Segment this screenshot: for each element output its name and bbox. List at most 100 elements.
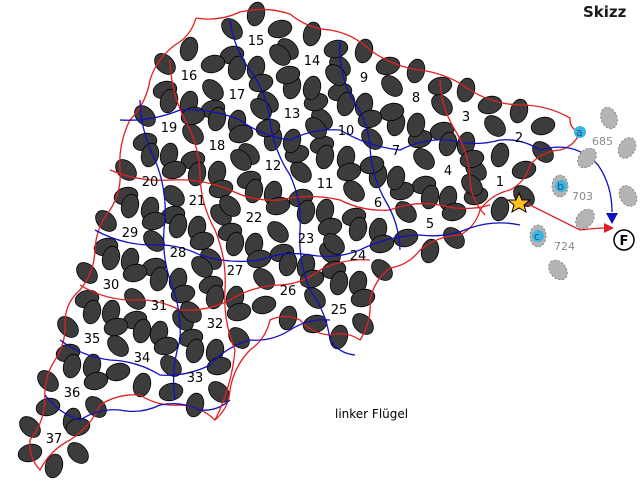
bead-34-5 [107,335,129,357]
bead-11-1 [336,162,362,182]
bead-32-2 [228,327,250,349]
ghost-bead-2 [617,137,637,159]
cell-label-2: 2 [515,131,523,146]
bead-18-5 [182,123,204,145]
bead-8-0 [406,58,426,84]
bead-34-0 [132,318,152,344]
bead-28-0 [168,213,188,239]
bead-18-1 [228,124,254,144]
ghost-bead-layer [529,106,638,281]
bead-36-2 [85,396,107,418]
blue-path-row-1 [119,109,541,151]
bead-8-3 [406,112,426,138]
cell-label-19: 19 [161,121,178,136]
bead-16-1 [200,54,226,74]
cell-label-29: 29 [122,226,139,241]
bead-24-2 [371,259,393,281]
bead-20-0 [140,142,160,168]
diagram-title: Skizz [583,3,627,21]
cell-label-34: 34 [134,351,151,366]
cell-label-4: 4 [444,164,452,179]
cell-label-14: 14 [304,54,321,69]
cell-label-26: 26 [280,284,297,299]
bead-30-2 [124,288,146,310]
cell-label-36: 36 [64,386,81,401]
bead-17-0 [227,55,247,81]
bead-15-1 [267,19,293,39]
bead-34-1 [153,336,179,356]
bead-9-0 [354,38,374,64]
bead-26-0 [278,251,298,277]
cell-label-3: 3 [462,110,470,125]
bead-30-5 [76,262,98,284]
bead-25-1 [350,288,376,308]
bead-18-2 [230,149,252,171]
bead-23-0 [296,199,316,225]
thread-paths [29,8,618,472]
bead-7-3 [386,165,406,191]
bead-20-1 [161,160,187,180]
bead-26-5 [253,268,275,290]
bead-1-3 [490,196,510,222]
bead-36-4 [35,397,61,417]
bead-3-0 [456,77,476,103]
bead-14-3 [302,75,322,101]
ghost-bead-8 [548,259,568,281]
bead-33-4 [158,382,184,402]
bead-37-5 [19,416,41,438]
star-icon [506,191,532,214]
bead-4-2 [461,174,483,196]
cell-label-17: 17 [229,88,246,103]
bead-20-5 [115,159,137,181]
bead-34-4 [105,362,131,382]
bead-layer [17,1,556,479]
bead-32-1 [226,302,252,322]
bead-10-1 [357,109,383,129]
marker-a-value: 685 [592,135,613,148]
blue-arrowhead [606,213,618,224]
finish-icon: F [613,229,635,251]
bead-26-3 [278,305,298,331]
cell-label-35: 35 [84,332,101,347]
caption: linker Flügel [335,407,408,421]
ghost-bead-1 [600,106,618,130]
bead-28-2 [191,256,213,278]
cell-label-27: 27 [227,264,244,279]
bead-22-5 [219,195,241,217]
cell-label-18: 18 [209,139,226,154]
bead-14-1 [323,39,349,59]
cell-label-1: 1 [496,175,504,190]
red-path-row-4 [79,259,371,311]
bead-25-0 [329,270,349,296]
marker-b-letter: b [557,180,564,193]
cell-label-5: 5 [426,217,434,232]
bead-29-0 [120,193,140,219]
marker-b-value: 703 [572,190,593,203]
bead-15-0 [246,1,266,27]
cell-label-31: 31 [151,299,168,314]
bead-34-3 [132,372,152,398]
bead-4-0 [438,131,458,157]
blue-path-row-6 [44,394,231,421]
marker-a: a 685 [574,126,613,148]
cell-label-12: 12 [265,159,282,174]
cell-label-22: 22 [246,211,263,226]
marker-c: c 724 [532,230,575,253]
cell-labels: 1234567891011121314151617181920212223242… [46,34,523,447]
blue-path-col-5 [139,99,181,401]
bead-37-2 [67,442,89,464]
ghost-bead-5 [575,208,595,230]
cell-label-25: 25 [331,303,348,318]
cell-label-30: 30 [103,278,120,293]
bead-37-4 [17,443,43,463]
bead-32-5 [180,301,202,323]
cell-label-6: 6 [374,196,382,211]
bead-33-3 [185,392,205,418]
cell-label-23: 23 [298,232,315,247]
red-path-col-3 [439,79,486,216]
cell-label-21: 21 [189,194,206,209]
marker-a-letter: a [576,126,583,139]
bead-35-1 [103,317,129,337]
red-exit-path [519,199,607,231]
